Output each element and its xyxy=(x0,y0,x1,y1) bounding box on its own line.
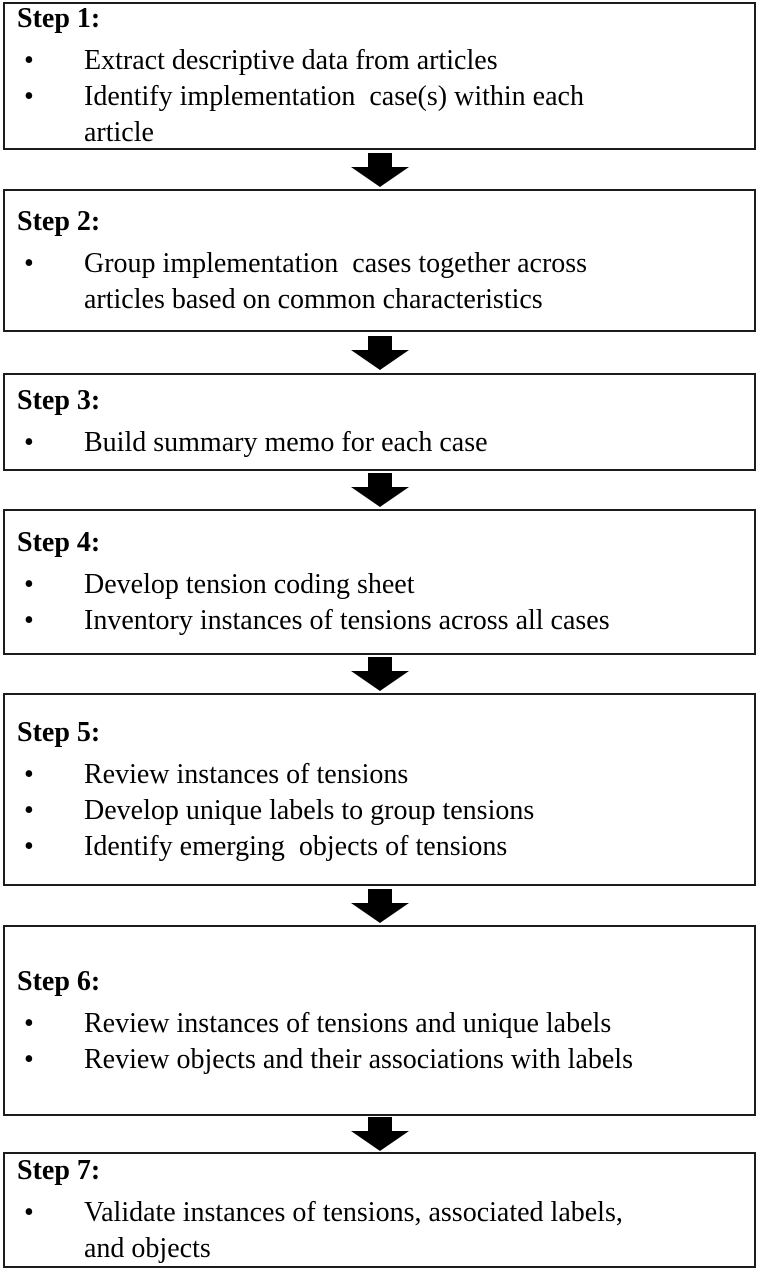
step-box-1: Step 1: • Extract descriptive data from … xyxy=(3,2,756,150)
bullet-icon: • xyxy=(24,758,34,790)
step-bullet-list: • Validate instances of tensions, associ… xyxy=(17,1195,750,1267)
down-arrow-icon xyxy=(351,152,409,187)
list-item: • Review instances of tensions xyxy=(17,757,750,793)
step-title: Step 5: xyxy=(17,716,101,748)
down-arrow-icon xyxy=(351,473,409,507)
bullet-text: Identify emerging objects of tensions xyxy=(84,830,508,862)
list-item: • Review objects and their associations … xyxy=(17,1042,750,1078)
list-item: • Develop unique labels to group tension… xyxy=(17,793,750,829)
flow-connector xyxy=(0,150,760,189)
list-item: • Extract descriptive data from articles xyxy=(17,43,750,79)
bullet-icon: • xyxy=(24,1197,34,1228)
list-item: • Identify emerging objects of tensions xyxy=(17,829,750,865)
step-box-6: Step 6: • Review instances of tensions a… xyxy=(3,925,756,1116)
list-item: • Identify implementation case(s) within… xyxy=(17,79,750,151)
list-item: • Validate instances of tensions, associ… xyxy=(17,1195,750,1267)
flow-connector xyxy=(0,886,760,925)
bullet-text: Identify implementation case(s) within e… xyxy=(84,81,584,148)
step-title: Step 4: xyxy=(17,527,101,558)
bullet-text: Inventory instances of tensions across a… xyxy=(84,605,610,636)
flow-connector xyxy=(0,655,760,693)
step-box-3: Step 3: • Build summary memo for each ca… xyxy=(3,373,756,471)
step-title: Step 3: xyxy=(17,385,101,416)
bullet-icon: • xyxy=(24,427,34,458)
bullet-text: Review objects and their associations wi… xyxy=(84,1043,633,1075)
bullet-icon: • xyxy=(24,1007,34,1039)
list-item: • Inventory instances of tensions across… xyxy=(17,603,750,639)
step-box-4: Step 4: • Develop tension coding sheet •… xyxy=(3,509,756,655)
step-title: Step 7: xyxy=(17,1155,101,1186)
step-bullet-list: • Develop tension coding sheet • Invento… xyxy=(17,567,750,639)
list-item: • Build summary memo for each case xyxy=(17,425,750,461)
step-box-2: Step 2: • Group implementation cases tog… xyxy=(3,189,756,332)
bullet-text: Build summary memo for each case xyxy=(84,427,488,458)
step-title: Step 6: xyxy=(17,965,101,997)
flow-connector xyxy=(0,332,760,373)
down-arrow-icon xyxy=(351,335,409,370)
step-box-7: Step 7: • Validate instances of tensions… xyxy=(3,1152,756,1268)
bullet-text: Group implementation cases together acro… xyxy=(84,247,588,315)
bullet-icon: • xyxy=(24,605,34,636)
bullet-icon: • xyxy=(24,569,34,600)
flow-connector xyxy=(0,1116,760,1152)
down-arrow-icon xyxy=(351,888,409,923)
bullet-icon: • xyxy=(24,81,34,112)
list-item: • Develop tension coding sheet xyxy=(17,567,750,603)
list-item: • Group implementation cases together ac… xyxy=(17,246,750,318)
step-bullet-list: • Review instances of tensions and uniqu… xyxy=(17,1006,750,1078)
down-arrow-icon xyxy=(351,1117,409,1151)
step-bullet-list: • Build summary memo for each case xyxy=(17,425,750,461)
step-bullet-list: • Group implementation cases together ac… xyxy=(17,246,750,318)
step-bullet-list: • Review instances of tensions • Develop… xyxy=(17,757,750,865)
bullet-icon: • xyxy=(24,45,34,76)
bullet-text: Review instances of tensions xyxy=(84,758,409,790)
step-title: Step 1: xyxy=(17,3,101,34)
bullet-text: Validate instances of tensions, associat… xyxy=(84,1197,623,1264)
bullet-icon: • xyxy=(24,830,34,862)
bullet-text: Review instances of tensions and unique … xyxy=(84,1007,612,1039)
list-item: • Review instances of tensions and uniqu… xyxy=(17,1006,750,1042)
down-arrow-icon xyxy=(351,657,409,691)
step-title: Step 2: xyxy=(17,205,101,237)
bullet-text: Develop tension coding sheet xyxy=(84,569,415,600)
bullet-icon: • xyxy=(24,794,34,826)
bullet-text: Develop unique labels to group tensions xyxy=(84,794,535,826)
bullet-icon: • xyxy=(24,247,34,279)
bullet-text: Extract descriptive data from articles xyxy=(84,45,498,76)
step-bullet-list: • Extract descriptive data from articles… xyxy=(17,43,750,151)
flow-connector xyxy=(0,471,760,509)
step-box-5: Step 5: • Review instances of tensions •… xyxy=(3,693,756,886)
bullet-icon: • xyxy=(24,1043,34,1075)
